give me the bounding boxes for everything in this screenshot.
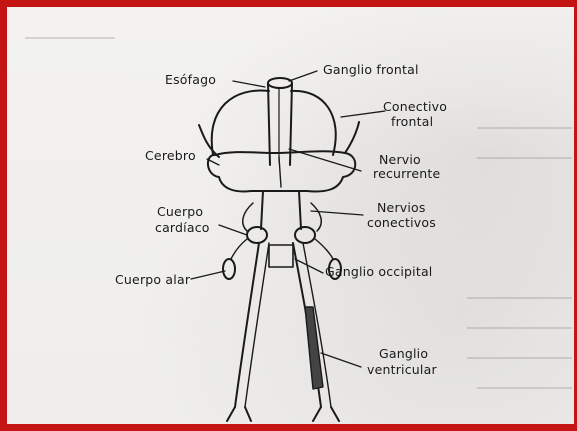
recurrent-nerve — [279, 157, 281, 187]
leader-ganglio-frontal — [289, 71, 317, 81]
leader-cuerpo-alar — [191, 271, 225, 279]
antenna-left — [199, 125, 219, 157]
leader-cuerpo-cardiaco — [219, 225, 247, 235]
label-ganglio-ventricular-2: ventricular — [367, 363, 437, 376]
label-conectivo-frontal-2: frontal — [391, 115, 433, 128]
leader-ganglio-ventricular — [321, 353, 361, 367]
label-cuerpo-cardiaco-2: cardíaco — [155, 221, 210, 234]
label-nervio-recurrente-1: Nervio — [379, 153, 421, 166]
label-ganglio-ventricular-1: Ganglio — [379, 347, 428, 360]
antenna-right — [345, 122, 359, 153]
corpus-cardiacum-left — [247, 227, 267, 243]
ventral-connective-right — [299, 191, 301, 229]
label-nervios-conectivos-2: conectivos — [367, 216, 436, 229]
frontal-connective-arc-right — [291, 91, 336, 155]
corpus-cardiacum-right — [295, 227, 315, 243]
occipital-ganglion — [269, 245, 293, 267]
label-nervios-conectivos-1: Nervios — [377, 201, 426, 214]
label-cuerpo-alar: Cuerpo alar — [115, 273, 190, 286]
corpus-allatum-left — [223, 259, 235, 279]
label-ganglio-frontal: Ganglio frontal — [323, 63, 419, 76]
label-cerebro: Cerebro — [145, 149, 196, 162]
ventral-connective-left — [261, 191, 263, 229]
brain-outline — [208, 151, 355, 191]
frontal-connective-arc — [212, 91, 269, 155]
label-ganglio-occipital: Ganglio occipital — [325, 265, 432, 278]
label-esofago: Esófago — [165, 73, 216, 86]
leader-conectivo-frontal — [341, 111, 385, 117]
recurrent-nerve-trunk-left — [235, 243, 259, 407]
label-cuerpo-cardiaco-1: Cuerpo — [157, 205, 203, 218]
ventricular-ganglion — [305, 307, 323, 389]
nervous-system-diagram — [7, 7, 577, 431]
leader-esofago — [233, 81, 265, 87]
label-nervio-recurrente-2: recurrente — [373, 167, 440, 180]
label-conectivo-frontal-1: Conectivo — [383, 100, 447, 113]
